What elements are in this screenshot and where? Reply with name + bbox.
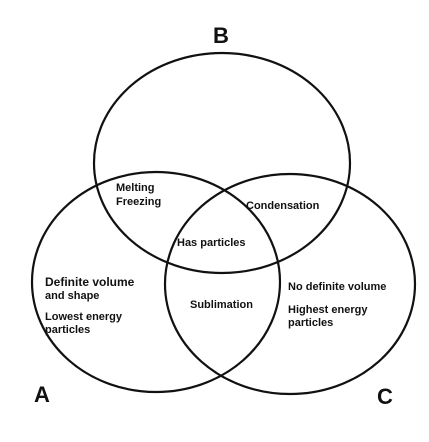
circle-c [163,172,417,396]
label-c: C [377,384,393,409]
circle-b [92,51,352,275]
region-a-b-line2: Freezing [116,196,161,208]
region-a-only-line1: Definite volume [45,275,135,289]
region-c-only-line3: particles [288,317,333,329]
region-a-c-line1: Sublimation [190,299,253,311]
region-center-line1: Has particles [177,237,245,249]
region-c-only-line2: Highest energy [288,304,368,316]
region-a-only-line4: particles [45,324,90,336]
region-a-only-line3: Lowest energy [45,311,123,323]
circle-a [30,170,282,394]
region-c-only-line1: No definite volume [288,281,386,293]
label-b: B [213,23,229,48]
region-b-c-line1: Condensation [246,200,320,212]
label-a: A [34,382,50,407]
region-a-only-line2: and shape [45,290,99,302]
region-a-b-line1: Melting [116,182,155,194]
